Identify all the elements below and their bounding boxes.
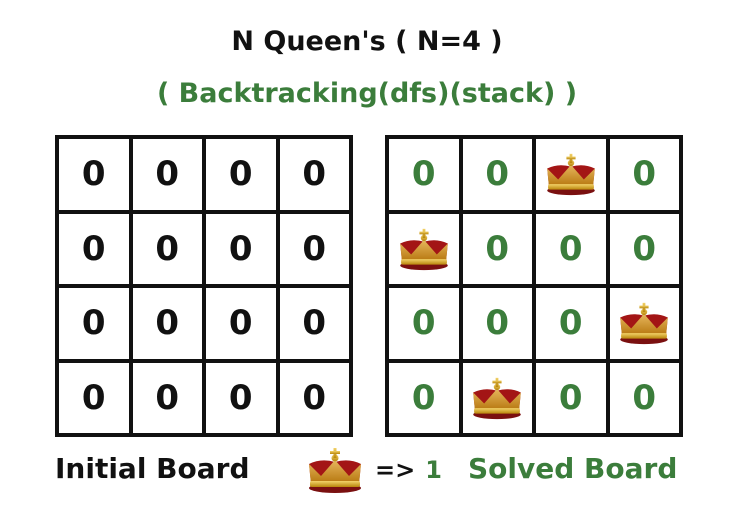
board-cell: 0 <box>132 213 202 284</box>
crown-icon <box>399 228 448 270</box>
initial-board-label: Initial Board <box>55 452 250 485</box>
board-cell: 0 <box>206 288 276 359</box>
board-cell: 0 <box>206 139 276 210</box>
board-cell: 0 <box>279 213 349 284</box>
queen-cell <box>609 288 679 359</box>
board-cell: 0 <box>132 362 202 433</box>
board-cell: 0 <box>59 213 129 284</box>
crown-icon <box>546 154 595 196</box>
board-cell: 0 <box>59 362 129 433</box>
crown-icon <box>305 446 365 494</box>
board-cell: 0 <box>279 362 349 433</box>
queen-cell <box>536 139 606 210</box>
board-cell: 0 <box>279 139 349 210</box>
board-cell: 0 <box>279 288 349 359</box>
board-cell: 0 <box>609 362 679 433</box>
board-cell: 0 <box>389 362 459 433</box>
board-cell: 0 <box>609 213 679 284</box>
crown-icon <box>473 377 522 419</box>
board-cell: 0 <box>609 139 679 210</box>
board-cell: 0 <box>389 139 459 210</box>
board-cell: 0 <box>462 213 532 284</box>
board-cell: 0 <box>206 362 276 433</box>
diagram-subtitle: ( Backtracking(dfs)(stack) ) <box>156 78 578 109</box>
diagram-title: N Queen's ( N=4 ) <box>231 26 503 57</box>
board-cell: 0 <box>59 139 129 210</box>
crown-icon <box>620 303 669 345</box>
board-cell: 0 <box>536 362 606 433</box>
board-cell: 0 <box>59 288 129 359</box>
queen-cell <box>389 213 459 284</box>
board-cell: 0 <box>462 288 532 359</box>
crown-icon <box>309 448 361 493</box>
board-cell: 0 <box>389 288 459 359</box>
board-cell: 0 <box>206 213 276 284</box>
legend: => 1 <box>305 443 442 497</box>
board-cell: 0 <box>536 288 606 359</box>
legend-arrow: => <box>375 456 416 484</box>
legend-value: 1 <box>425 456 442 484</box>
board-cell: 0 <box>462 139 532 210</box>
solved-board-label: Solved Board <box>468 452 678 485</box>
queen-cell <box>462 362 532 433</box>
board-cell: 0 <box>536 213 606 284</box>
board-cell: 0 <box>132 288 202 359</box>
board-cell: 0 <box>132 139 202 210</box>
